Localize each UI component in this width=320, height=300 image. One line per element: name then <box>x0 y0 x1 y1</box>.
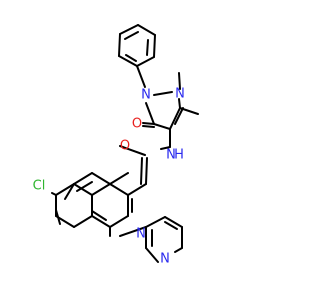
phenyl-ring <box>118 24 156 67</box>
pyrazolone-ring <box>136 65 199 148</box>
nitrogen-pyridine-label: N <box>160 252 170 267</box>
molecule-structure-diagram: N N O N H O Cl N N <box>33 24 199 267</box>
nitrogen-amide-label: N <box>166 148 176 163</box>
oxygen-amide-label: O <box>120 139 130 154</box>
chlorine-label: Cl <box>33 179 46 194</box>
hydrogen-amide-label: H <box>174 148 184 163</box>
nitrogen-quinoline-label: N <box>136 227 146 242</box>
nitrogen-n-phenyl-label: N <box>141 88 151 103</box>
amide-linker <box>119 145 171 185</box>
pyridine-ring <box>145 216 183 263</box>
nitrogen-n-methyl-label: N <box>175 87 185 102</box>
oxygen-pyrazolone-label: O <box>132 117 142 132</box>
quinoline-ring-system <box>51 172 147 237</box>
